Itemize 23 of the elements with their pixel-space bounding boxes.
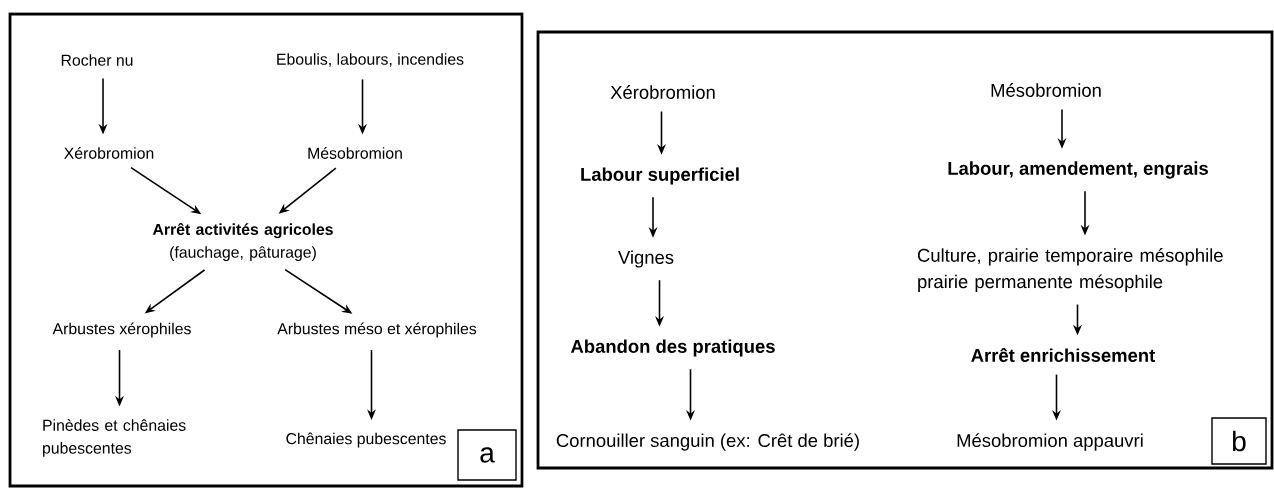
flow-text: Rocher nu: [61, 54, 133, 66]
flow-text: Mésobromion appauvri: [957, 433, 1143, 451]
flow-text: Arrêt enrichissement: [971, 348, 1156, 362]
flow-text: Mésobromion: [991, 83, 1101, 97]
panel-frame: [536, 30, 1274, 470]
flow-text: Pinèdes et chênaies pubescentes: [43, 419, 186, 457]
flow-text: Arbustes méso et xérophiles: [277, 322, 477, 338]
flow-text: Labour superficiel: [581, 167, 739, 185]
flow-text: Arrêt activités agricoles (fauchage, pâturage): [152, 223, 333, 261]
flow-text: Mésobromion: [308, 147, 402, 159]
flow-text: Eboulis, labours, incendies: [277, 53, 464, 67]
panel-label: b: [1211, 417, 1267, 465]
flow-text: Vignes: [618, 250, 674, 268]
flow-text: Xérobromion: [64, 147, 154, 159]
flow-text: Arbustes xérophiles: [52, 322, 191, 338]
panel-frame: [8, 12, 524, 488]
flow-text: Culture, prairie temporaire mésophile prairie permanente mésophile: [917, 248, 1223, 292]
flow-text: Chênaies pubescentes: [286, 432, 446, 448]
flow-text: Xérobromion: [610, 85, 715, 99]
flow-text: Abandon des pratiques: [570, 339, 775, 357]
panel-label: a: [457, 429, 517, 481]
flow-text: Labour, amendement, engrais: [948, 161, 1208, 179]
flow-text: Cornouiller sanguin (ex: Crêt de brié): [556, 433, 859, 451]
